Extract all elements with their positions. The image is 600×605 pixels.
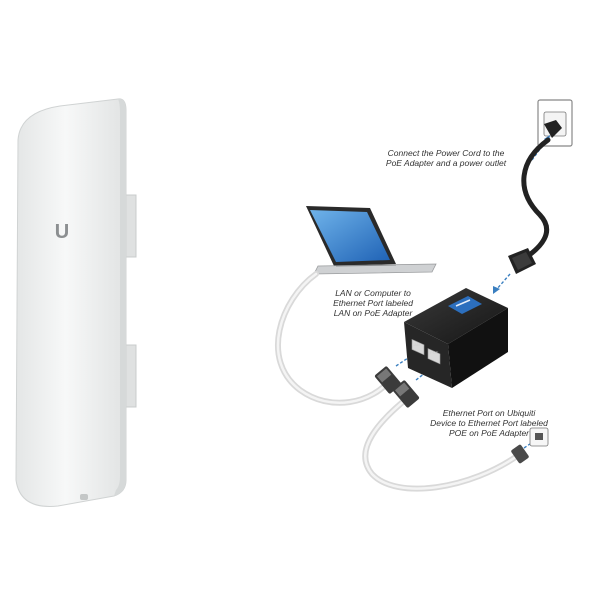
power-cord-connector-face xyxy=(512,252,532,270)
power-plug-wall xyxy=(544,120,562,138)
adapter-port-poe xyxy=(427,348,441,365)
lan-port-arrow xyxy=(395,353,415,367)
adapter-port-label-poe: POE xyxy=(430,350,439,355)
caption-lan-line-3: LAN on PoE Adapter xyxy=(333,308,413,318)
wall-outlet xyxy=(537,99,573,147)
adapter-logo-icon xyxy=(448,296,482,314)
device-edge xyxy=(114,98,126,496)
power-cord xyxy=(521,137,551,261)
adapter-power-arrow xyxy=(495,273,511,291)
poe-rj45-connector xyxy=(392,380,420,408)
ubiquiti-device: U xyxy=(15,98,137,507)
poe-adapter: LAN POE xyxy=(404,288,508,388)
caption-poe-line-2: Device to Ethernet Port labeled xyxy=(430,418,548,428)
laptop xyxy=(306,206,437,275)
ubiquiti-u-logo-icon: U xyxy=(55,221,69,243)
lan-rj45-connector xyxy=(374,366,402,394)
lan-cable-highlight xyxy=(276,272,394,404)
device-vent xyxy=(80,494,88,500)
adapter-power-arrow-head xyxy=(493,286,500,294)
adapter-top xyxy=(404,288,508,344)
caption-power: Connect the Power Cord to the PoE Adapte… xyxy=(384,148,508,168)
adapter-port-label-lan: LAN xyxy=(412,342,420,347)
caption-poe-line-3: POE on PoE Adapter xyxy=(448,428,529,438)
device-port-icon xyxy=(529,427,549,447)
laptop-hinge xyxy=(335,264,397,267)
adapter-port-lan xyxy=(411,339,425,356)
adapter-side xyxy=(448,308,508,388)
caption-power-line-2: PoE Adapter and a power outlet xyxy=(385,158,507,168)
caption-lan-line-1: LAN or Computer to xyxy=(335,288,411,298)
laptop-screen xyxy=(310,210,390,262)
device-end-connector xyxy=(511,444,529,464)
caption-poe-line-1: Ethernet Port on Ubiquiti xyxy=(442,408,536,418)
caption-lan: LAN or Computer to Ethernet Port labeled… xyxy=(318,288,428,318)
device-body xyxy=(15,98,127,507)
caption-lan-line-2: Ethernet Port labeled xyxy=(333,298,413,308)
caption-poe: Ethernet Port on Ubiquiti Device to Ethe… xyxy=(430,408,548,438)
caption-power-line-1: Connect the Power Cord to the xyxy=(387,148,505,158)
poe-cable-highlight xyxy=(364,394,522,490)
device-logo-text: U xyxy=(55,221,69,243)
